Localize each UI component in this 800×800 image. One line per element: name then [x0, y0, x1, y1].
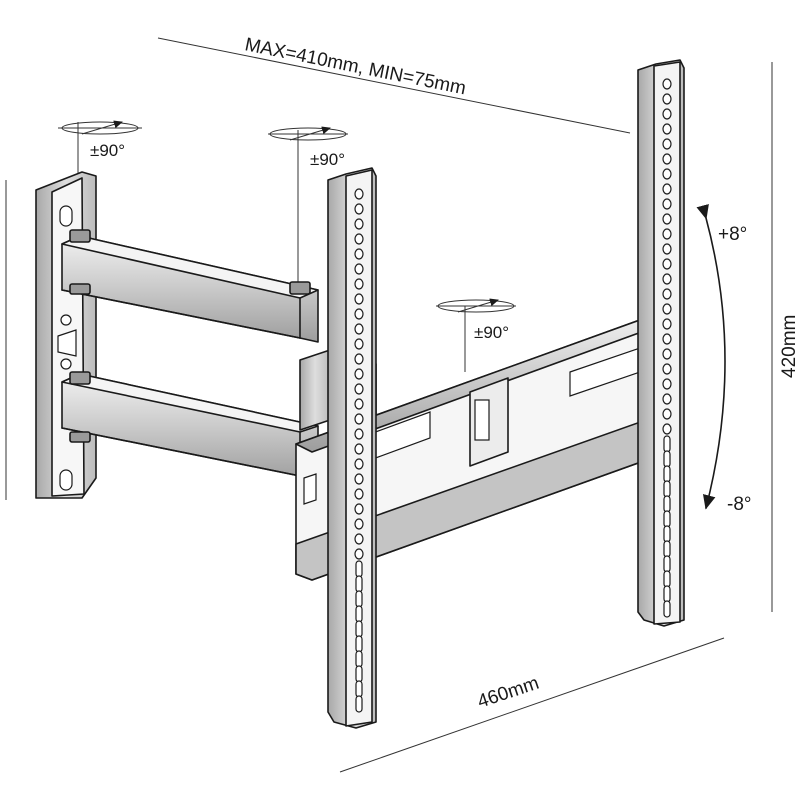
rail-hole	[662, 93, 672, 105]
rail-hole	[355, 590, 363, 608]
height-dimension-label: 420mm	[779, 315, 800, 378]
rail-hole	[662, 288, 672, 300]
rail-hole	[662, 408, 672, 420]
rail-hole	[355, 695, 363, 713]
rail-hole	[662, 258, 672, 270]
dimension-lines	[5, 37, 773, 773]
rail-hole	[354, 248, 364, 260]
rotation-indicator-plate	[436, 298, 516, 372]
rail-hole	[663, 600, 671, 618]
rail-hole	[663, 570, 671, 588]
tv-plate	[295, 311, 681, 581]
lower-arm	[61, 373, 319, 483]
rotation-indicator-wall	[58, 120, 142, 188]
rail-hole	[663, 435, 671, 453]
rail-hole	[354, 458, 364, 470]
rail-hole	[662, 303, 672, 315]
upper-arm	[61, 235, 319, 343]
rail-hole	[355, 605, 363, 623]
rail-hole	[662, 273, 672, 285]
rail-hole	[354, 278, 364, 290]
rail-hole	[355, 680, 363, 698]
rail-hole	[663, 465, 671, 483]
width-dimension-line	[339, 637, 725, 773]
rail-hole	[354, 308, 364, 320]
rail-hole	[354, 473, 364, 485]
rail-hole	[354, 338, 364, 350]
tilt-arc	[696, 203, 726, 510]
rail-hole	[662, 108, 672, 120]
rail-hole	[354, 368, 364, 380]
rail-hole	[354, 203, 364, 215]
vesa-dimension-line	[157, 37, 631, 134]
rail-hole	[355, 665, 363, 683]
rail-hole	[662, 168, 672, 180]
rail-hole	[354, 533, 364, 545]
rail-hole	[663, 585, 671, 603]
rail-hole	[662, 363, 672, 375]
rail-hole	[662, 393, 672, 405]
rail-hole	[662, 153, 672, 165]
rail-hole	[662, 228, 672, 240]
rail-hole	[662, 378, 672, 390]
pivot-bolts	[69, 229, 311, 443]
rail-hole	[354, 503, 364, 515]
rail-hole	[355, 575, 363, 593]
rail-hole	[662, 198, 672, 210]
rail-hole	[663, 480, 671, 498]
rail-hole	[662, 213, 672, 225]
rail-hole	[354, 188, 364, 200]
rail-hole	[354, 218, 364, 230]
rail-hole	[354, 548, 364, 560]
vertical-rail-right	[637, 59, 685, 627]
rail-hole	[663, 510, 671, 528]
rail-hole	[355, 560, 363, 578]
rotation-indicator-middle	[268, 126, 348, 290]
rail-hole	[354, 428, 364, 440]
rail-hole	[354, 233, 364, 245]
rail-hole	[354, 413, 364, 425]
rail-hole	[662, 348, 672, 360]
tilt-indicator	[696, 203, 726, 510]
rail-hole	[663, 450, 671, 468]
rail-hole	[663, 540, 671, 558]
rail-hole	[662, 138, 672, 150]
rail-hole	[663, 495, 671, 513]
rail-hole	[354, 443, 364, 455]
vesa-dimension-label: MAX=410mm, MIN=75mm	[243, 34, 468, 99]
rail-hole	[663, 555, 671, 573]
rotation-label-middle: ±90°	[310, 150, 345, 169]
rail-hole	[355, 635, 363, 653]
rail-hole	[355, 650, 363, 668]
rail-hole	[354, 383, 364, 395]
rail-hole	[663, 525, 671, 543]
rail-hole	[355, 620, 363, 638]
rail-hole	[662, 243, 672, 255]
rail-hole	[354, 263, 364, 275]
width-dimension-label: 460mm	[475, 673, 542, 713]
rail-hole	[354, 518, 364, 530]
rotation-label-wall: ±90°	[90, 141, 125, 160]
rotation-label-plate: ±90°	[474, 323, 509, 342]
rail-hole	[662, 183, 672, 195]
rail-hole	[662, 123, 672, 135]
rail-hole	[662, 318, 672, 330]
vertical-rail-left	[327, 167, 377, 729]
rail-hole	[354, 488, 364, 500]
tilt-down-label: -8°	[727, 494, 752, 515]
rail-hole	[662, 78, 672, 90]
rail-hole	[354, 323, 364, 335]
rail-hole	[354, 353, 364, 365]
tilt-up-label: +8°	[718, 224, 747, 245]
rail-hole	[662, 423, 672, 435]
rail-hole	[662, 333, 672, 345]
rail-hole	[354, 398, 364, 410]
rail-hole	[354, 293, 364, 305]
wall-plate	[35, 171, 97, 499]
